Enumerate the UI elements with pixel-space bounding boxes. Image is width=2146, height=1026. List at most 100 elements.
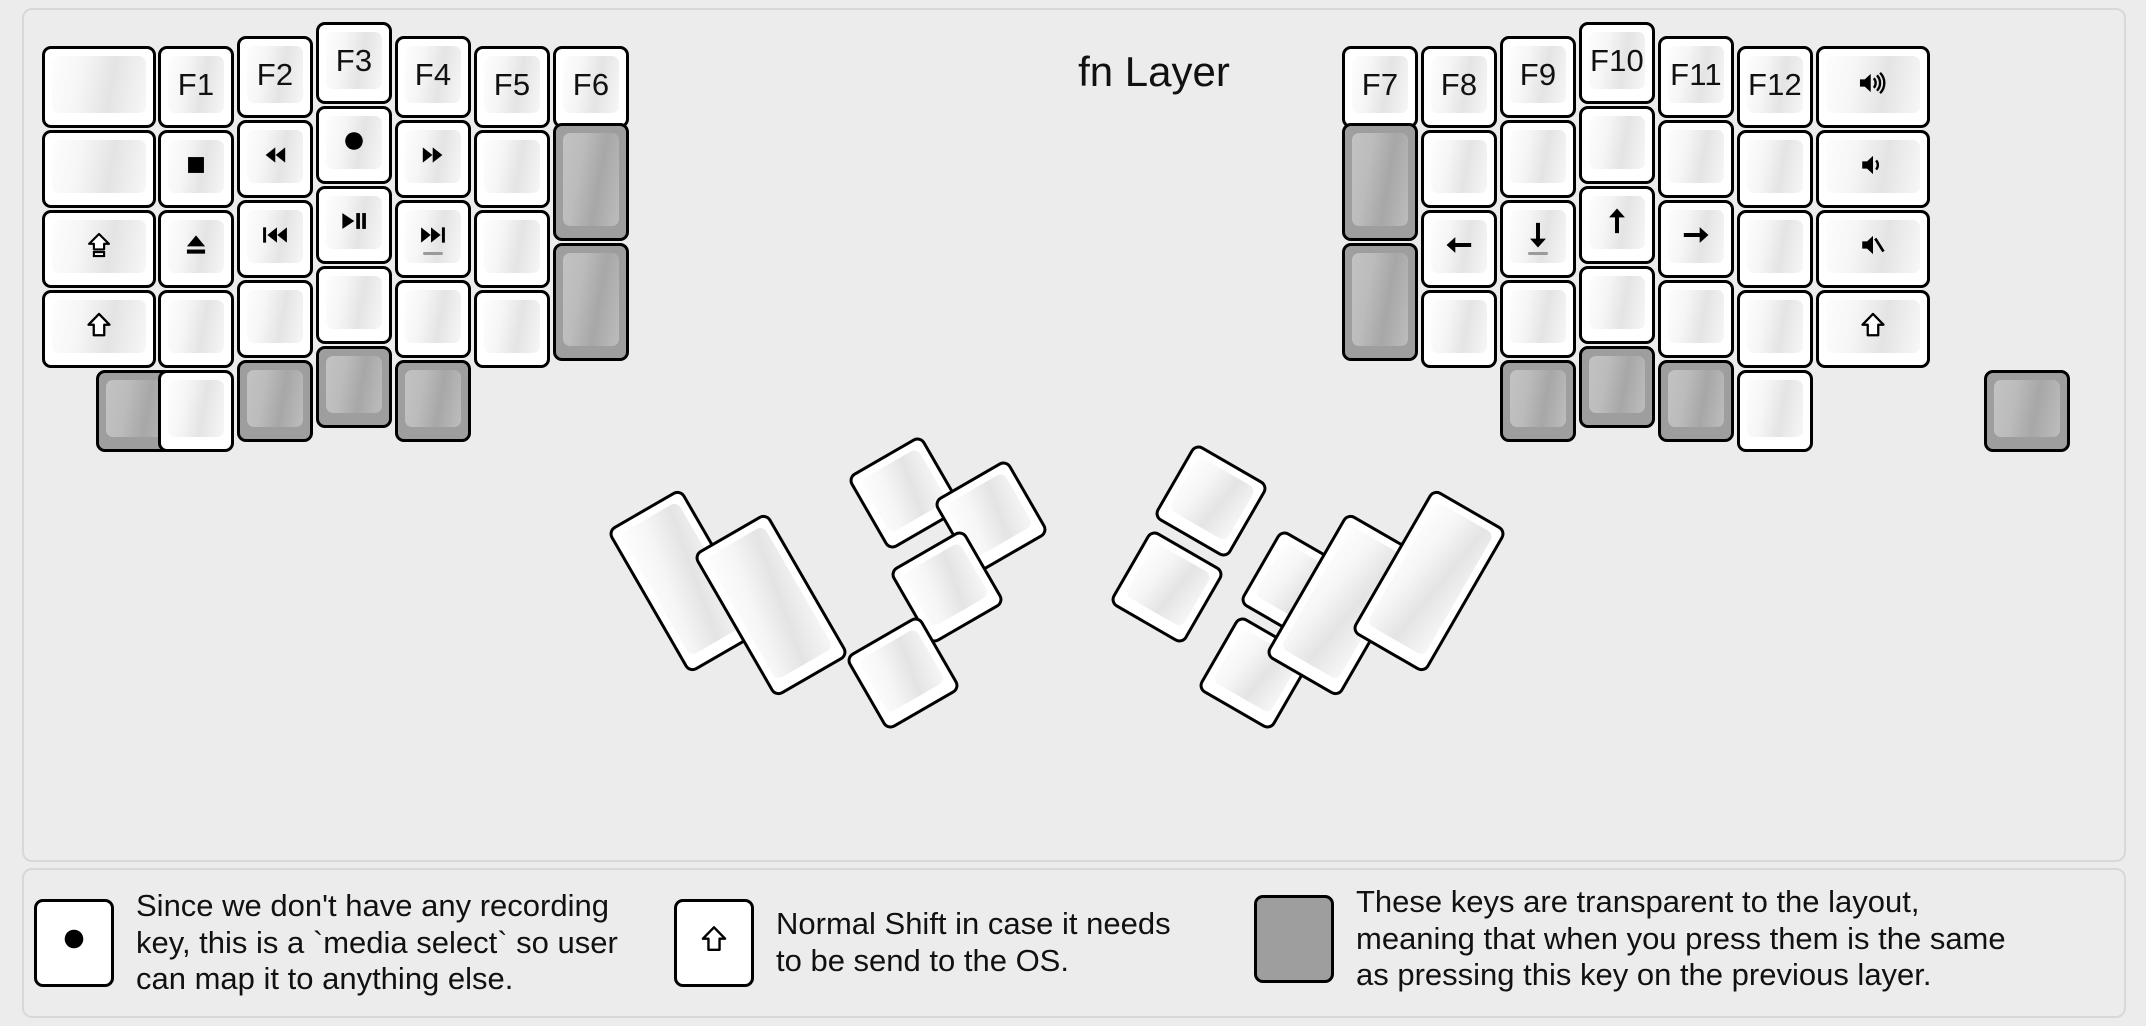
eject-icon xyxy=(179,228,213,266)
key-f1[interactable]: F1 xyxy=(158,46,234,128)
key-label: F4 xyxy=(414,57,452,92)
arrow-up-icon xyxy=(1600,204,1634,242)
keycap-surface xyxy=(405,290,461,343)
keycap-surface: F4 xyxy=(405,46,461,103)
key-blank-r-c6-r5[interactable] xyxy=(1737,370,1813,452)
key-blank-r-c4-r4[interactable] xyxy=(1579,266,1655,344)
keycap-surface xyxy=(247,290,303,343)
key-blank-r-c3-r4[interactable] xyxy=(1500,280,1576,358)
legend-item: These keys are transparent to the layout… xyxy=(1254,884,2084,994)
keycap-surface xyxy=(1366,501,1495,657)
key-f5[interactable]: F5 xyxy=(474,46,550,128)
key-f6[interactable]: F6 xyxy=(553,46,629,128)
key-transparent-l-c6-r3[interactable] xyxy=(553,243,629,361)
key-volume-down[interactable] xyxy=(1816,130,1930,208)
rewind-icon xyxy=(258,138,292,176)
keycap-surface xyxy=(901,541,990,628)
keycap-surface xyxy=(1589,116,1645,169)
key-transparent-r-c5-r5[interactable] xyxy=(1658,360,1734,442)
volume-mute-icon xyxy=(1856,228,1890,266)
key-blank-l-c3-r4[interactable] xyxy=(237,280,313,358)
key-transparent-l-c5-r5[interactable] xyxy=(395,360,471,442)
key-blank-r-c5-r4[interactable] xyxy=(1658,280,1734,358)
homing-bar-indicator xyxy=(1528,252,1548,255)
key-transparent-r-c7-r5[interactable] xyxy=(1984,370,2070,452)
key-transparent-r-c3-r5[interactable] xyxy=(1500,360,1576,442)
key-arrow-up[interactable] xyxy=(1579,186,1655,264)
key-f3[interactable]: F3 xyxy=(316,22,392,104)
key-f11[interactable]: F11 xyxy=(1658,36,1734,118)
key-caps-shift[interactable] xyxy=(42,210,156,288)
key-media-play-pause[interactable] xyxy=(316,186,392,264)
key-transparent-r-c1-r3[interactable] xyxy=(1342,243,1418,361)
key-f4[interactable]: F4 xyxy=(395,36,471,118)
key-media-record[interactable] xyxy=(316,106,392,184)
keycap-surface xyxy=(484,140,540,193)
key-blank-r-c2-r2[interactable] xyxy=(1421,130,1497,208)
key-f2[interactable]: F2 xyxy=(237,36,313,118)
key-blank-l-c1-r2[interactable] xyxy=(42,130,156,208)
key-f12[interactable]: F12 xyxy=(1737,46,1813,128)
key-blank-l-c5-r3[interactable] xyxy=(474,210,550,288)
key-f9[interactable]: F9 xyxy=(1500,36,1576,118)
shift-arrow-icon xyxy=(696,921,732,961)
key-blank-l-c5-r2[interactable] xyxy=(474,130,550,208)
legend-item: Since we don't have any recording key, t… xyxy=(34,888,694,998)
key-transparent-l-c3-r5[interactable] xyxy=(237,360,313,442)
key-transparent-l-c4-r5[interactable] xyxy=(316,346,392,428)
record-circle-icon xyxy=(56,921,92,961)
key-arrow-left[interactable] xyxy=(1421,210,1497,288)
keycap-surface xyxy=(168,140,224,193)
key-shift[interactable] xyxy=(42,290,156,368)
key-arrow-right[interactable] xyxy=(1658,200,1734,278)
key-label: F12 xyxy=(1747,67,1803,102)
key-blank-l-c2-r5[interactable] xyxy=(158,370,234,452)
key-blank-r-c2-r4[interactable] xyxy=(1421,290,1497,368)
key-transparent-l-c6-r2[interactable] xyxy=(553,123,629,241)
keycap-surface xyxy=(1668,370,1724,427)
key-blank-r-c6-r3[interactable] xyxy=(1737,210,1813,288)
next-track-icon xyxy=(416,218,450,256)
key-volume-up[interactable] xyxy=(1816,46,1930,128)
key-blank-l-c2-r4[interactable] xyxy=(158,290,234,368)
keycap-surface xyxy=(1510,370,1566,427)
keycap-surface xyxy=(1668,130,1724,183)
keycap-surface xyxy=(1589,356,1645,413)
key-shift-right[interactable] xyxy=(1816,290,1930,368)
key-label: F11 xyxy=(1670,57,1722,92)
key-arrow-down[interactable] xyxy=(1500,200,1576,278)
key-blank-l-c4-r4[interactable] xyxy=(316,266,392,344)
key-transparent-r-c4-r5[interactable] xyxy=(1579,346,1655,428)
key-blank-r-c4-r2[interactable] xyxy=(1579,106,1655,184)
stop-icon xyxy=(179,148,213,186)
key-blank-l-c5-r4[interactable] xyxy=(395,280,471,358)
keycap-surface xyxy=(1994,380,2060,437)
key-media-fast-forward[interactable] xyxy=(395,120,471,198)
keycap-surface xyxy=(168,380,224,437)
keycap-surface: F1 xyxy=(168,56,224,113)
key-media-eject[interactable] xyxy=(158,210,234,288)
keycap-surface xyxy=(405,210,461,263)
key-f8[interactable]: F8 xyxy=(1421,46,1497,128)
key-media-prev-track[interactable] xyxy=(237,200,313,278)
key-blank-r-c6-r4[interactable] xyxy=(1737,290,1813,368)
key-blank-r-c5-r2[interactable] xyxy=(1658,120,1734,198)
key-media-next-track[interactable] xyxy=(395,200,471,278)
keycap-surface xyxy=(1431,300,1487,353)
keycap-surface xyxy=(1747,380,1803,437)
keycap-surface xyxy=(563,253,619,346)
key-blank-l-c1-r1[interactable] xyxy=(42,46,156,128)
key-media-stop[interactable] xyxy=(158,130,234,208)
key-blank-l-c6-r4[interactable] xyxy=(474,290,550,368)
arrow-left-icon xyxy=(1442,228,1476,266)
key-blank-r-c6-r2[interactable] xyxy=(1737,130,1813,208)
key-media-rewind[interactable] xyxy=(237,120,313,198)
key-f10[interactable]: F10 xyxy=(1579,22,1655,104)
keycap-surface xyxy=(1510,130,1566,183)
key-label: F3 xyxy=(335,43,373,78)
key-f7[interactable]: F7 xyxy=(1342,46,1418,128)
key-blank-r-c3-r2[interactable] xyxy=(1500,120,1576,198)
key-volume-mute[interactable] xyxy=(1816,210,1930,288)
key-label: F8 xyxy=(1440,67,1478,102)
key-transparent-r-c1-r2[interactable] xyxy=(1342,123,1418,241)
